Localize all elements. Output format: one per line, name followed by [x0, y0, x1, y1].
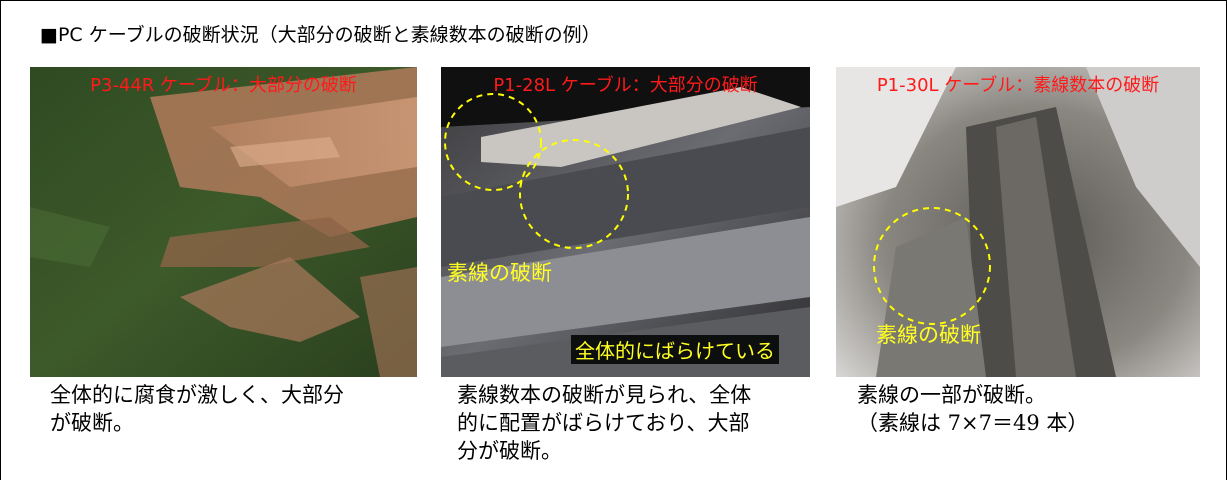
- caption-line: 素線の一部が破断。: [857, 383, 1046, 407]
- photo-title: P1-30L ケーブル：素線数本の破断: [876, 75, 1160, 96]
- photo-caption: 全体的に腐食が激しく、大部分 が破断。: [50, 381, 344, 437]
- section-heading: ■PC ケーブルの破断状況（大部分の破断と素線数本の破断の例）: [40, 24, 601, 46]
- corroded-cable-image: [30, 67, 417, 377]
- photo-p1-28l: P1-28L ケーブル：大部分の破断 素線の破断 全体的にばらけている: [441, 67, 810, 377]
- caption-line: 素線数本の破断が見られ、全体: [457, 383, 752, 407]
- photo-p1-30l: P1-30L ケーブル：素線数本の破断 素線の破断: [836, 67, 1200, 377]
- caption-line: （素線は 7×7＝49 本）: [857, 411, 1089, 435]
- annotation-strand-break: 素線の破断: [876, 323, 981, 347]
- strand-break-image: [441, 67, 810, 377]
- caption-line: が破断。: [50, 411, 134, 435]
- photo-caption: 素線の一部が破断。 （素線は 7×7＝49 本）: [857, 381, 1088, 437]
- caption-line: 的に配置がばらけており、大部: [457, 411, 750, 435]
- annotation-loose: 全体的にばらけている: [571, 335, 779, 364]
- photo-p3-44r: P3-44R ケーブル：大部分の破断: [30, 67, 417, 377]
- photo-title: P1-28L ケーブル：大部分の破断: [493, 75, 758, 96]
- photo-title: P3-44R ケーブル：大部分の破断: [90, 75, 357, 96]
- photo-caption: 素線数本の破断が見られ、全体 的に配置がばらけており、大部 分が破断。: [457, 381, 751, 465]
- caption-line: 分が破断。: [457, 439, 562, 463]
- caption-line: 全体的に腐食が激しく、大部分: [50, 383, 344, 407]
- partial-break-image: [836, 67, 1200, 377]
- annotation-strand-break: 素線の破断: [447, 261, 552, 285]
